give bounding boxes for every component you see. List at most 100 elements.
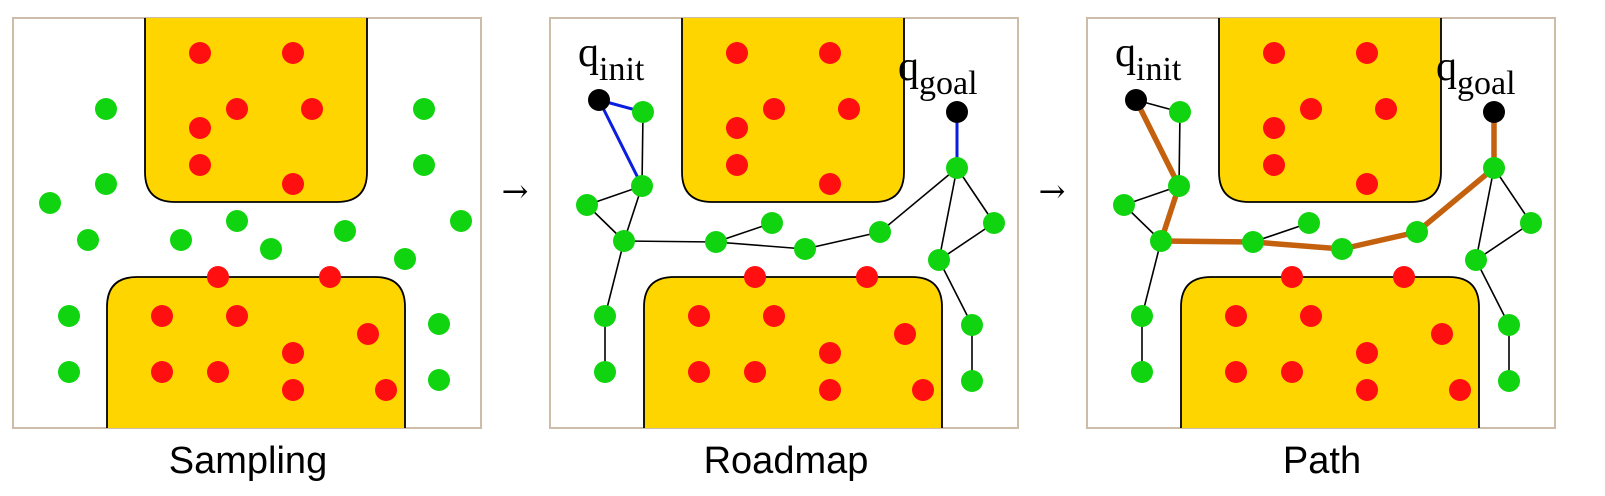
roadmap-node — [613, 230, 635, 252]
obstacle-bottom — [643, 276, 943, 428]
roadmap-edge — [623, 240, 717, 243]
collision-sample — [226, 305, 248, 327]
free-sample — [260, 238, 282, 260]
collision-sample — [1356, 379, 1378, 401]
roadmap-node — [961, 370, 983, 392]
collision-sample — [744, 266, 766, 288]
obstacle-bottom — [1180, 276, 1480, 428]
free-sample — [170, 229, 192, 251]
roadmap-node — [928, 249, 950, 271]
collision-sample — [726, 117, 748, 139]
roadmap-edge — [1475, 167, 1495, 261]
collision-sample — [226, 98, 248, 120]
collision-sample — [207, 361, 229, 383]
collision-sample — [838, 98, 860, 120]
roadmap-edge — [641, 111, 644, 187]
roadmap-edge — [879, 167, 958, 233]
collision-sample — [1225, 361, 1247, 383]
q-symbol: q — [1436, 44, 1457, 90]
collision-sample — [744, 361, 766, 383]
roadmap-edge — [938, 259, 973, 326]
roadmap-edge — [1493, 167, 1532, 224]
collision-sample — [819, 379, 841, 401]
collision-sample — [151, 361, 173, 383]
collision-sample — [819, 173, 841, 195]
free-sample — [39, 192, 61, 214]
q-goal-node — [946, 101, 968, 123]
collision-sample — [207, 266, 229, 288]
connection-edge — [597, 99, 644, 187]
roadmap-node — [761, 212, 783, 234]
roadmap-node — [869, 221, 891, 243]
collision-sample — [357, 323, 379, 345]
free-sample — [394, 248, 416, 270]
q-init-label-roadmap: qinit — [578, 30, 645, 88]
collision-sample — [688, 305, 710, 327]
captions: Sampling Roadmap Path — [169, 440, 1361, 482]
collision-sample — [189, 117, 211, 139]
free-sample — [450, 210, 472, 232]
free-sample — [428, 313, 450, 335]
roadmap-node — [1483, 157, 1505, 179]
collision-sample — [282, 379, 304, 401]
q-init-subscript: init — [1136, 51, 1182, 88]
arrow-right-icon: → — [1039, 172, 1066, 210]
caption-sampling: Sampling — [169, 440, 327, 482]
free-sample — [413, 154, 435, 176]
collision-sample — [319, 266, 341, 288]
free-sample — [413, 98, 435, 120]
free-sample — [58, 361, 80, 383]
collision-sample — [1263, 42, 1285, 64]
collision-sample — [1225, 305, 1247, 327]
collision-sample — [282, 342, 304, 364]
obstacle-top — [144, 18, 368, 203]
roadmap-node — [594, 361, 616, 383]
collision-sample — [1263, 154, 1285, 176]
collision-sample — [189, 154, 211, 176]
collision-sample — [912, 379, 934, 401]
collision-sample — [301, 98, 323, 120]
collision-sample — [151, 305, 173, 327]
free-sample — [428, 369, 450, 391]
q-goal-subscript: goal — [919, 65, 978, 102]
roadmap-node — [1168, 175, 1190, 197]
collision-sample — [1356, 173, 1378, 195]
arrow-right-icon: → — [502, 172, 529, 210]
roadmap-node — [1298, 212, 1320, 234]
roadmap-edge — [938, 167, 958, 261]
roadmap-node — [1131, 305, 1153, 327]
collision-sample — [819, 342, 841, 364]
q-symbol: q — [1115, 30, 1136, 76]
collision-sample — [726, 154, 748, 176]
obstacle-bottom — [106, 276, 406, 428]
collision-sample — [1356, 342, 1378, 364]
collision-sample — [1375, 98, 1397, 120]
roadmap-node — [794, 238, 816, 260]
collision-sample — [375, 379, 397, 401]
collision-sample — [1393, 266, 1415, 288]
roadmap-edge — [1475, 222, 1532, 261]
collision-sample — [688, 361, 710, 383]
roadmap-node — [705, 231, 727, 253]
roadmap-edge — [1178, 111, 1181, 187]
caption-roadmap: Roadmap — [704, 440, 869, 482]
roadmap-node — [1520, 212, 1542, 234]
free-sample — [95, 173, 117, 195]
roadmap-node — [946, 157, 968, 179]
roadmap-node — [594, 305, 616, 327]
q-init-node — [1125, 89, 1147, 111]
endpoint-labels: qinit qgoal qinit qgoal — [578, 30, 1516, 102]
q-init-node — [588, 89, 610, 111]
q-goal-label-roadmap: qgoal — [898, 44, 978, 102]
roadmap-edge — [1141, 240, 1162, 317]
collision-sample — [763, 305, 785, 327]
roadmap-edge — [1475, 259, 1510, 326]
roadmap-edge — [938, 222, 995, 261]
collision-sample — [189, 42, 211, 64]
collision-sample — [1300, 98, 1322, 120]
q-init-label-path: qinit — [1115, 30, 1182, 88]
collision-sample — [856, 266, 878, 288]
collision-sample — [1263, 117, 1285, 139]
roadmap-edge — [804, 231, 881, 250]
